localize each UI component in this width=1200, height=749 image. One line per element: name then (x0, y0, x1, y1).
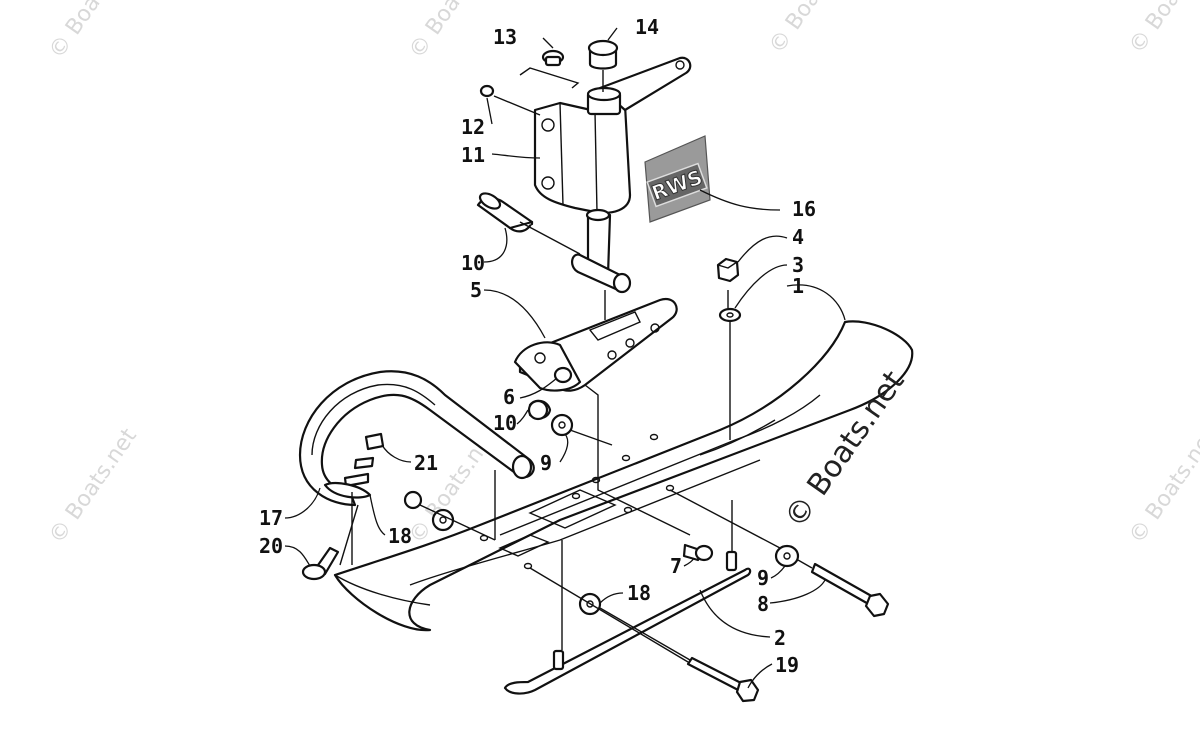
bolt-8[interactable] (810, 562, 890, 618)
callout-18-lower: 18 (627, 581, 651, 605)
screw-7[interactable] (682, 543, 714, 562)
assembly-lines (339, 67, 813, 663)
callout-8: 8 (757, 592, 769, 616)
plug[interactable] (541, 49, 565, 67)
washer-3[interactable] (718, 307, 742, 323)
callout-9-upper: 9 (540, 451, 552, 475)
watermark: © Boats.net (44, 0, 142, 63)
washer-9-upper[interactable] (550, 413, 574, 437)
callouts: 13 14 12 11 16 4 3 1 10 5 6 10 9 21 17 2… (259, 15, 816, 677)
watermark: © Boats.net (404, 0, 502, 63)
wear-pad[interactable] (323, 432, 385, 499)
ski-body[interactable] (333, 320, 914, 632)
callout-4: 4 (792, 225, 804, 249)
callout-7: 7 (670, 554, 682, 578)
callout-21: 21 (414, 451, 438, 475)
callout-5: 5 (470, 278, 482, 302)
callout-18-left: 18 (388, 524, 412, 548)
callout-12: 11 (461, 143, 485, 167)
washer-9-lower[interactable] (774, 544, 800, 568)
callout-13: 12 (461, 115, 485, 139)
watermark: © Boats.net (764, 0, 862, 58)
rws-decal[interactable]: RWS (644, 135, 711, 223)
nut[interactable] (716, 257, 740, 283)
callout-6: 6 (503, 385, 515, 409)
callout-2: 2 (774, 626, 786, 650)
spacer-10[interactable] (527, 399, 552, 421)
callout-11: 10 (461, 251, 485, 275)
bushing-6[interactable] (553, 366, 573, 384)
callout-17: 17 (259, 506, 283, 530)
watermark: © Boats.net (1124, 0, 1200, 58)
callout-1: 1 (792, 274, 804, 298)
spindle[interactable] (533, 56, 692, 294)
watermark: © Boats.net (1124, 424, 1200, 549)
spacer-18-left[interactable] (403, 490, 423, 510)
bolt-20[interactable] (301, 546, 340, 581)
spindle-cap[interactable] (587, 39, 619, 70)
bushing[interactable] (476, 190, 534, 233)
callout-14: 13 (493, 25, 517, 49)
callout-9-lower: 9 (757, 566, 769, 590)
washer-18-left[interactable] (431, 508, 455, 532)
leader-lines (284, 27, 846, 689)
callout-10: 10 (493, 411, 517, 435)
grease-fitting[interactable] (479, 84, 495, 98)
bolt-19[interactable] (686, 656, 760, 703)
callout-16: 16 (792, 197, 816, 221)
callout-20: 20 (259, 534, 283, 558)
watermark: © Boats.net (44, 424, 142, 549)
callout-3: 3 (792, 253, 804, 277)
callout-15: 14 (635, 15, 659, 39)
callout-19: 19 (775, 653, 799, 677)
ski-mount[interactable] (513, 297, 678, 392)
